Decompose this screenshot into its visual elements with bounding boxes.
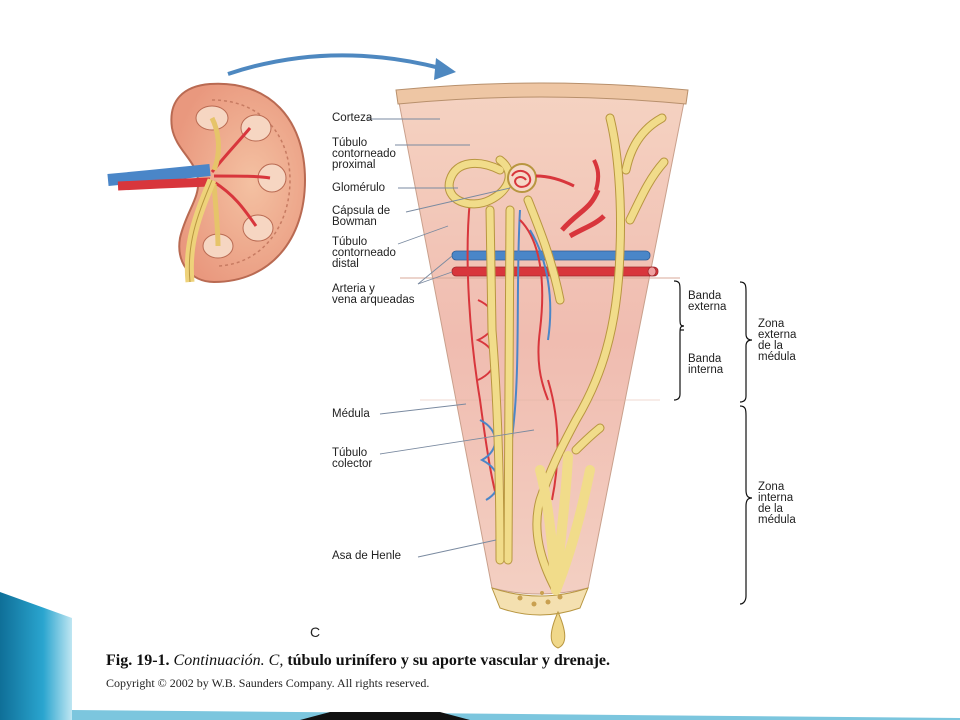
label-banda-interna: Banda interna: [688, 353, 724, 376]
copyright-notice: Copyright © 2002 by W.B. Saunders Compan…: [106, 676, 430, 690]
caption-italic: Continuación. C,: [173, 652, 284, 669]
curved-arrow-icon: [227, 53, 456, 80]
tubules: [444, 113, 669, 595]
caption-text: túbulo urinífero y su aporte vascular y …: [287, 652, 611, 669]
leader-lines: [368, 118, 535, 558]
label-zona-externa: Zona externa de la médula: [758, 318, 797, 363]
ribbon-dark: [300, 712, 470, 720]
label-tubulo-proximal: Túbulo contorneado proximal: [332, 137, 396, 171]
label-tubulo-distal: Túbulo contorneado distal: [332, 236, 396, 270]
label-arteria-vena: Arteria y vena arqueadas: [332, 283, 415, 306]
label-tubulo-colector: Túbulo colector: [332, 447, 373, 470]
glomerulus: [507, 163, 575, 193]
kidney-diagram: [107, 82, 307, 284]
label-medula: Médula: [332, 408, 370, 420]
figure-letter: C: [310, 624, 321, 640]
label-banda-externa: Banda externa: [688, 290, 727, 313]
ribbon-bottom: [72, 710, 960, 720]
label-zona-interna: Zona interna de la médula: [758, 481, 796, 526]
label-glomerulo: Glomérulo: [332, 182, 386, 194]
ribbon-left: [0, 592, 72, 720]
zone-brackets: [673, 280, 753, 605]
label-capsula-bowman: Cápsula de Bowman: [332, 205, 391, 228]
figure-caption: Fig. 19-1. Continuación. C, túbulo uriní…: [106, 652, 610, 670]
caption-number: Fig. 19-1.: [106, 652, 170, 669]
label-corteza: Corteza: [332, 112, 373, 124]
label-asa-henle: Asa de Henle: [332, 550, 402, 562]
